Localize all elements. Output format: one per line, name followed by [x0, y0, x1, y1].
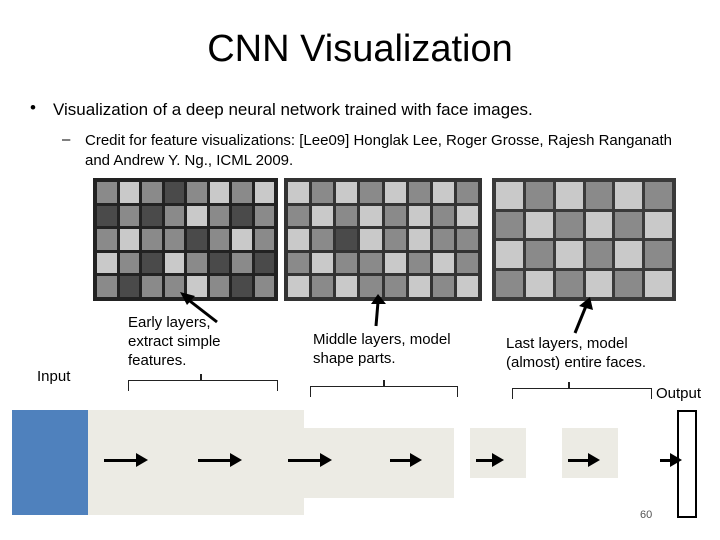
caption-last-layers: Last layers, model (almost) entire faces… [506, 335, 647, 371]
bullet-text: Visualization of a deep neural network t… [53, 100, 533, 119]
last-layer-features-image [492, 178, 676, 301]
bracket-early-tick [200, 374, 202, 380]
output-label: Output [656, 385, 702, 402]
bracket-last [512, 388, 652, 399]
early-layer-features-image [93, 178, 278, 301]
flow-arrow-1 [104, 453, 148, 467]
flow-arrow-7 [660, 453, 682, 467]
pointer-arrow-middle-head [371, 294, 386, 304]
flow-arrow-5 [476, 453, 504, 467]
bracket-middle [310, 386, 458, 397]
pointer-arrow-middle [374, 301, 380, 327]
early-layer-block-2 [182, 428, 304, 515]
pointer-arrow-last-head [579, 297, 593, 310]
flow-arrow-3 [288, 453, 332, 467]
flow-arrow-4 [390, 453, 422, 467]
pointer-arrow-last [573, 305, 588, 334]
bullet-marker: • [30, 98, 36, 117]
caption-middle-layers: Middle layers, model shape parts. [313, 331, 451, 367]
flow-arrow-2 [198, 453, 242, 467]
bracket-last-tick [568, 382, 570, 388]
caption-early-layers: Early layers, extract simple features. [128, 314, 221, 369]
bracket-middle-tick [383, 380, 385, 386]
pointer-arrow-early [185, 296, 218, 324]
sub-bullet-text: Credit for feature visualizations: [Lee0… [85, 132, 672, 169]
input-label: Input [37, 368, 71, 385]
pointer-arrow-early-head [180, 292, 195, 305]
sub-bullet-marker: – [62, 131, 71, 148]
middle-layer-features-image [284, 178, 482, 301]
slide-title: CNN Visualization [207, 28, 513, 70]
bracket-early [128, 380, 278, 391]
flow-arrow-6 [568, 453, 600, 467]
page-number: 60 [640, 509, 653, 521]
